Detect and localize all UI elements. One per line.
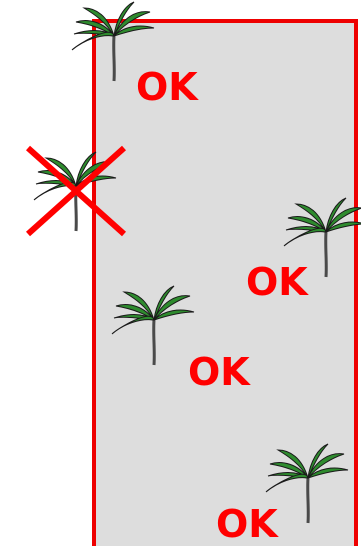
ok-label: OK [136,65,199,109]
ok-label: OK [216,502,279,546]
ok-label: OK [246,260,309,304]
ok-label: OK [188,350,251,394]
